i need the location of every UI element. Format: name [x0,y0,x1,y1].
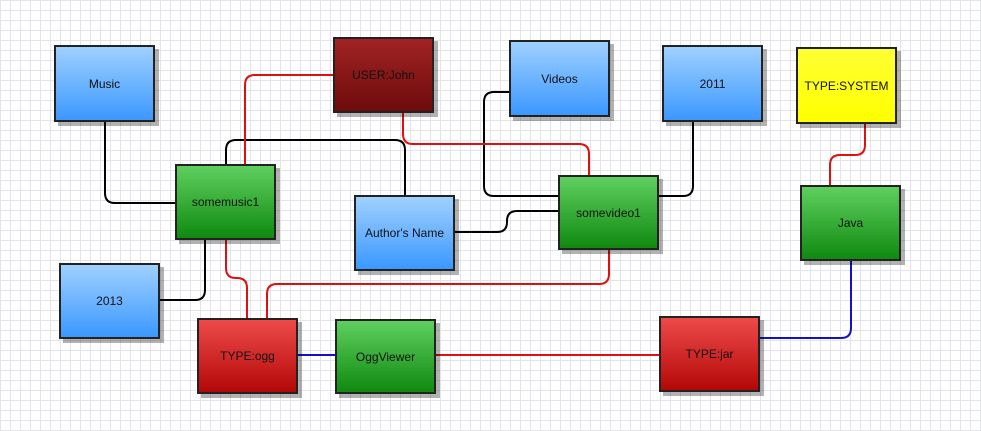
node-label: OggViewer [355,349,416,364]
node-user-john[interactable]: USER:John [333,37,434,113]
node-type-system[interactable]: TYPE:SYSTEM [796,47,897,124]
node-authors-name[interactable]: Author's Name [354,195,455,271]
edge-userjohn-somevideo1 [402,113,590,176]
edge-authors-somevideo1 [454,210,560,233]
node-2013[interactable]: 2013 [59,263,160,339]
edge-somemusic1-2013 [160,240,206,301]
node-label: TYPE:SYSTEM [804,78,889,93]
node-videos[interactable]: Videos [509,40,610,117]
node-label: Videos [541,71,578,86]
node-type-ogg[interactable]: TYPE:ogg [197,318,298,394]
node-label: TYPE:ogg [220,349,275,363]
node-music[interactable]: Music [54,45,155,122]
node-label: somemusic1 [191,195,260,209]
edge-somemusic1-authors [225,139,406,197]
node-somemusic1[interactable]: somemusic1 [175,164,276,240]
node-oggviewer[interactable]: OggViewer [335,319,436,394]
node-label: Author's Name [365,226,444,240]
edge-2011-somevideo1 [659,122,694,197]
edge-somevideo1-typeogg [266,250,610,319]
node-label: Java [837,216,864,230]
edge-music-somemusic1 [104,122,176,204]
node-label: 2013 [96,294,123,308]
node-label: TYPE:jar [685,347,734,361]
node-2011[interactable]: 2011 [662,45,763,122]
node-label: somevideo1 [576,205,641,220]
node-type-jar[interactable]: TYPE:jar [659,316,760,392]
node-label: 2011 [699,76,726,91]
node-label: Music [88,76,121,91]
node-java[interactable]: Java [800,185,901,261]
edge-java-typejar [760,261,852,339]
edge-somemusic1-typeogg [225,240,248,319]
node-label: USER:John [352,68,415,82]
node-somevideo1[interactable]: somevideo1 [558,175,659,250]
edge-typesystem-java [829,124,866,186]
edge-userjohn-somemusic1 [244,74,334,165]
